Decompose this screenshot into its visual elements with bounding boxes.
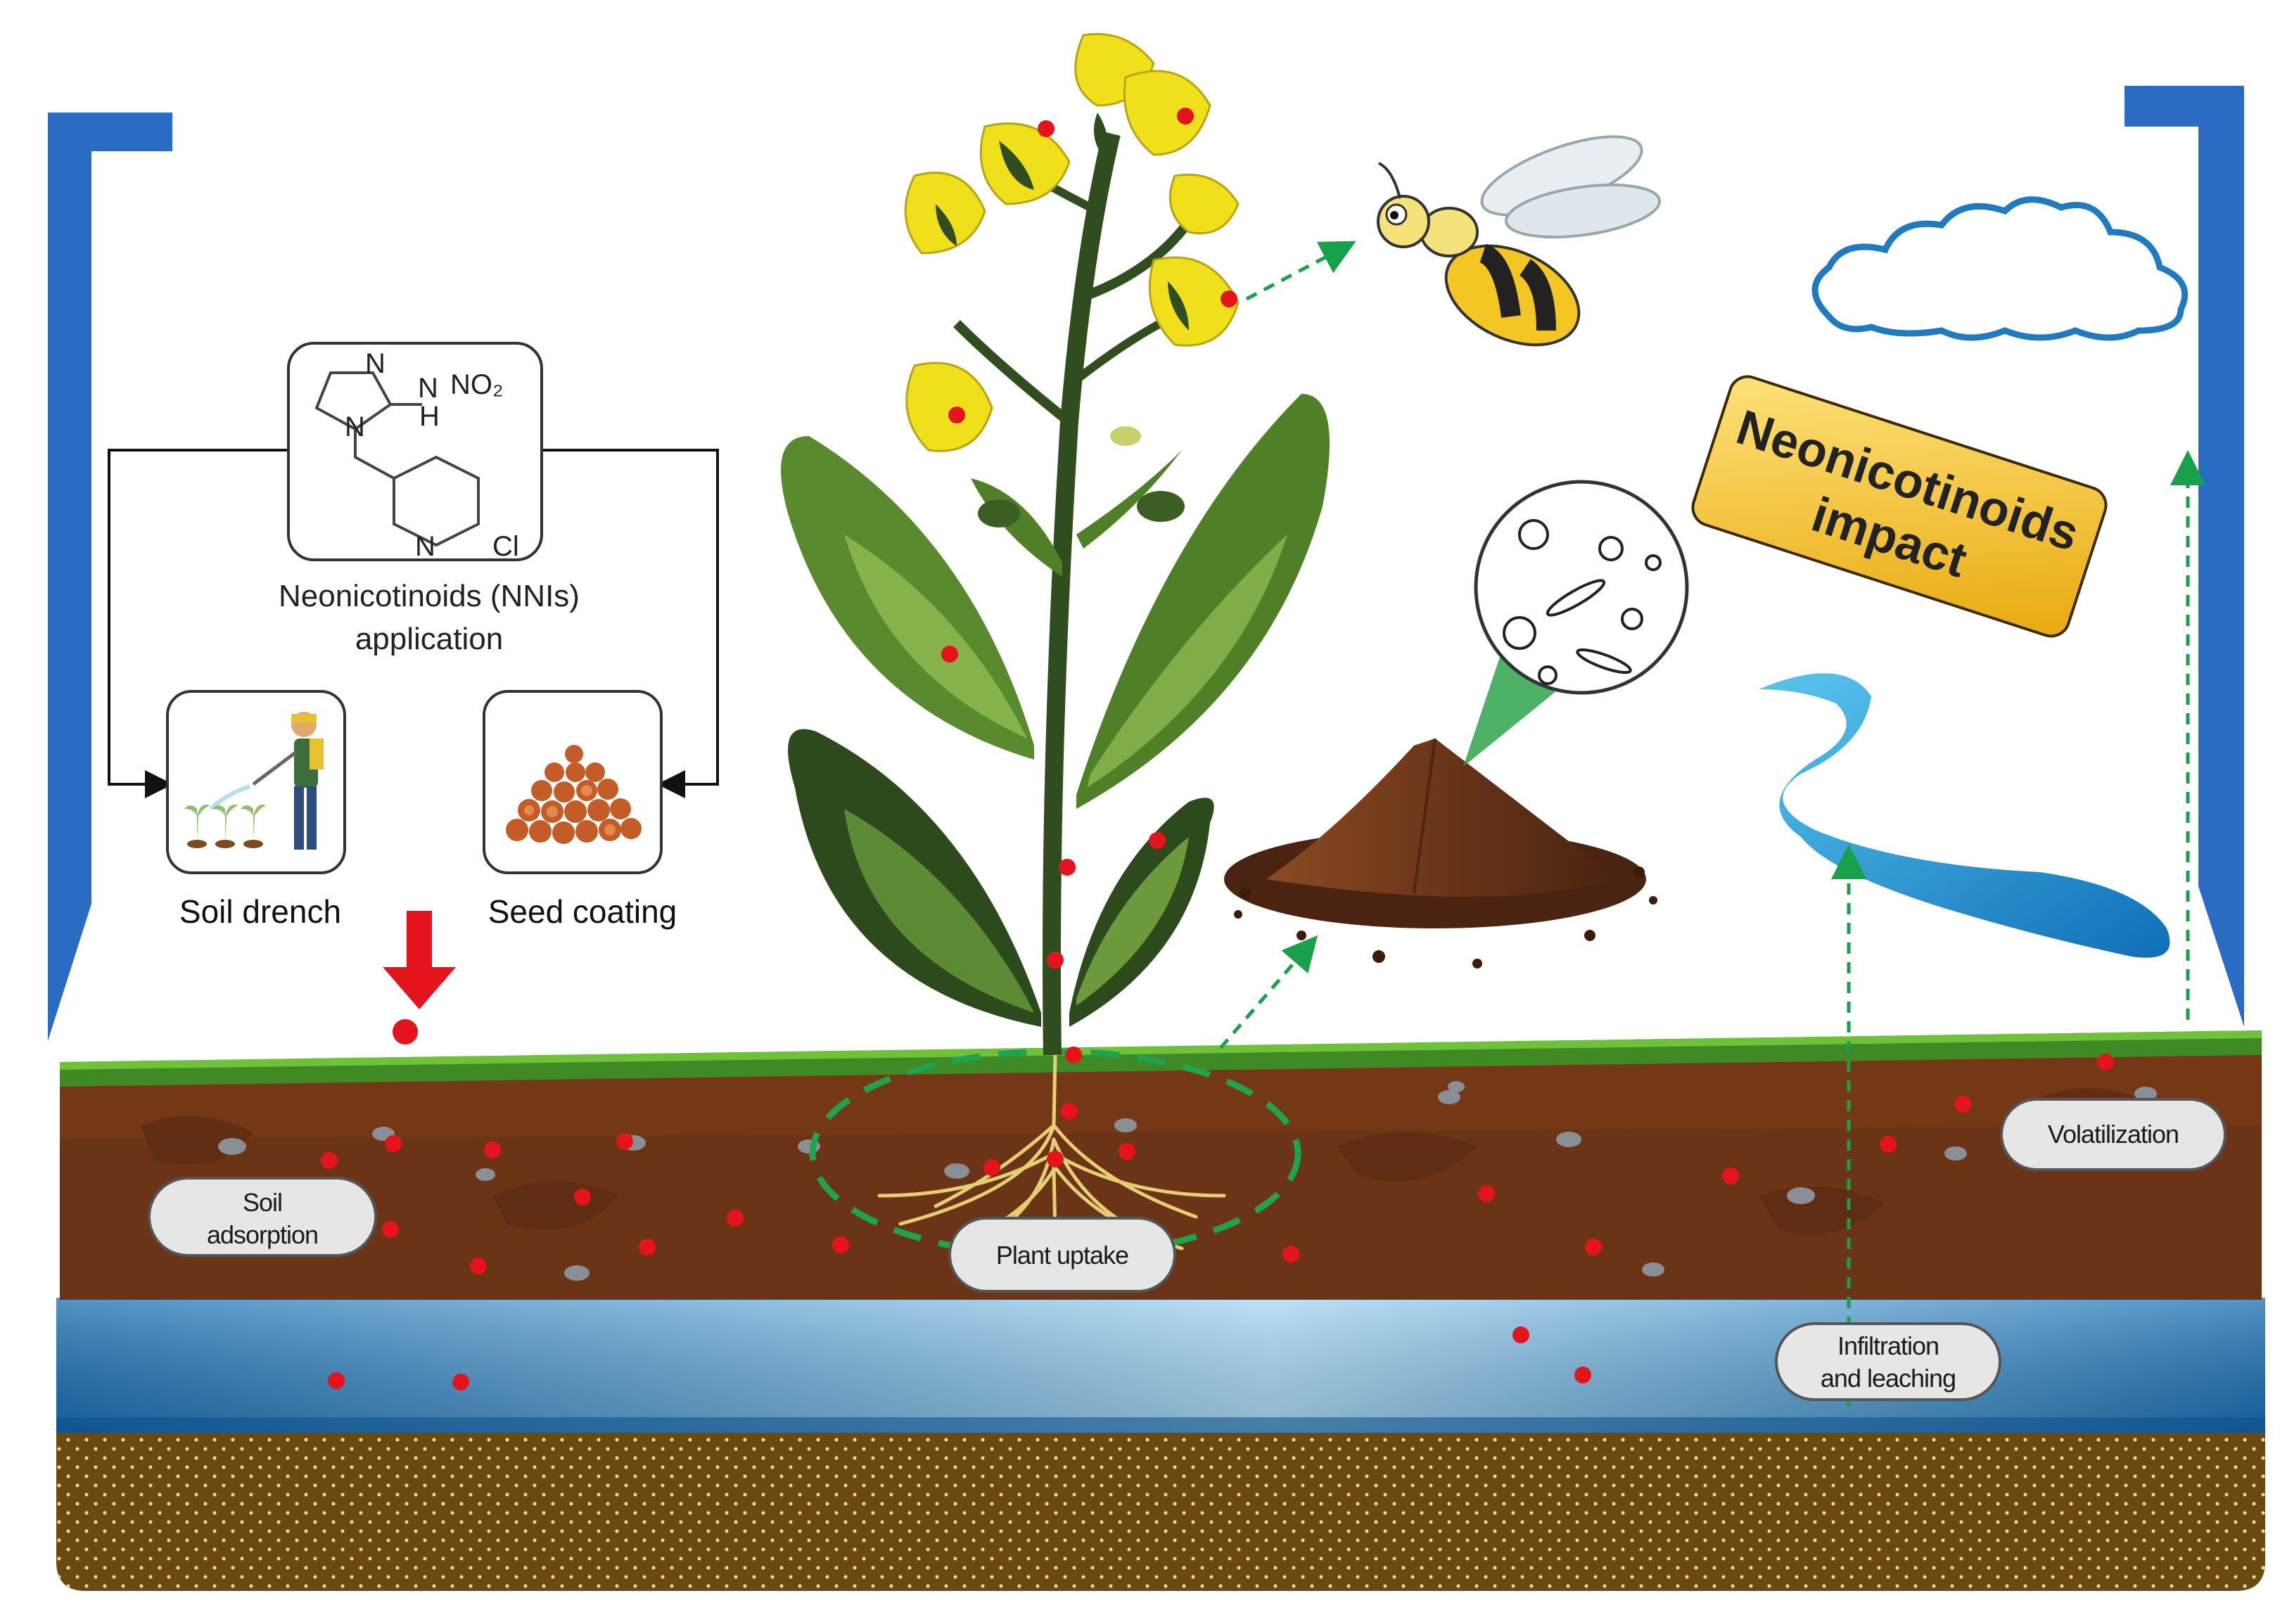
volatilization-label: Volatilization [2048,1120,2179,1149]
soil-adsorption-line2: adsorption [207,1220,318,1249]
pill-plant-uptake: Plant uptake [948,1217,1176,1293]
chem-n1: N [365,348,386,379]
residue-dots [321,108,2114,1390]
soil-layer [60,1034,2262,1300]
residue-dot-icon [328,1372,345,1389]
seedlings-icon [184,805,266,848]
residue-dot-icon [1954,1096,1971,1113]
nni-application-block: N N H NO₂ N N Cl Neonicotinoids (NNIs) a… [108,342,719,798]
bedrock-layer [56,1431,2265,1591]
residue-dot-icon [832,1236,849,1253]
pill-volatilization: Volatilization [2000,1098,2227,1171]
residue-dot-icon [452,1374,469,1390]
plant-icon [781,32,1330,1056]
bee-icon [1377,135,1662,347]
red-arrow-icon [383,911,456,1009]
chem-nh-n: N [418,373,438,404]
pill-soil-adsorption: Soil adsorption [148,1177,377,1257]
residue-dot-icon [1585,1239,1602,1255]
impact-banner: Neonicotinoids impact [1691,375,2108,638]
seed-coating-box: Seed coating [483,690,677,930]
residue-dot-icon [941,646,958,663]
residue-dot-icon [321,1152,338,1169]
residue-dot-icon [382,1221,399,1238]
chem-n-pyr: N [415,531,435,562]
farmer-icon [209,712,324,850]
chem-no2: NO₂ [450,369,504,400]
microbe-icon [1463,480,1689,767]
residue-dot-icon [1880,1136,1897,1153]
residue-dot-icon [385,1135,402,1152]
residue-dot-icon [948,407,965,423]
flow-arrows [1219,241,2205,1407]
residue-dot-icon [1478,1185,1495,1202]
chem-n-ring: N [345,411,365,442]
plant-roots [877,1053,1226,1251]
residue-dot-icon [1065,1047,1082,1063]
residue-dot-icon [1574,1367,1591,1383]
residue-dot-icon [470,1258,487,1274]
residue-dot-icon [1282,1246,1299,1262]
residue-dot-icon [1047,1151,1064,1168]
residue-dot-icon [2097,1054,2114,1070]
frame-right-bracket [2124,86,2244,1027]
arrow-to-bee [1245,241,1356,301]
residue-dot-icon [1221,290,1237,307]
residue-dot-icon [983,1159,1000,1176]
residue-dot-icon [574,1189,591,1206]
application-label-line1: Neonicotinoids (NNIs) [279,579,580,613]
infiltration-line2: and leaching [1821,1364,1956,1393]
application-label-line2: application [355,622,503,656]
plant-uptake-label: Plant uptake [996,1241,1128,1270]
frame-left-bracket [48,113,172,1041]
residue-dot-icon [1512,1326,1529,1343]
infiltration-line1: Infiltration [1837,1331,1939,1360]
pill-infiltration: Infiltration and leaching [1775,1322,2001,1401]
residue-dot-icon [1047,952,1064,968]
residue-dot-icon [1149,832,1166,849]
chem-cl: Cl [492,531,519,562]
residue-dot-icon [639,1239,656,1255]
residue-dot-icon [1061,1103,1078,1120]
residue-dot-icon [1119,1143,1135,1160]
arrow-to-soil-heap [1219,935,1318,1049]
soil-drench-box: Soil drench [166,690,346,930]
soil-heap-icon [1224,738,1657,968]
chem-nh-h: H [419,401,440,432]
residue-dot-icon [727,1210,744,1227]
cloud-icon [1811,196,2189,341]
soil-drench-label: Soil drench [179,893,341,930]
residue-dot-icon [616,1133,633,1150]
seed-coating-label: Seed coating [488,893,677,930]
residue-dot-icon [393,1019,418,1044]
residue-dot-icon [484,1142,501,1158]
residue-dot-icon [1722,1168,1739,1184]
residue-dot-icon [1038,120,1055,137]
river-icon [1759,673,2170,958]
seeds-icon [506,745,642,844]
residue-dot-icon [1177,108,1194,124]
chem-structure-box [287,342,543,561]
soil-adsorption-line1: Soil [243,1188,282,1217]
imidacloprid-structure [314,371,480,547]
residue-dot-icon [1059,859,1076,876]
